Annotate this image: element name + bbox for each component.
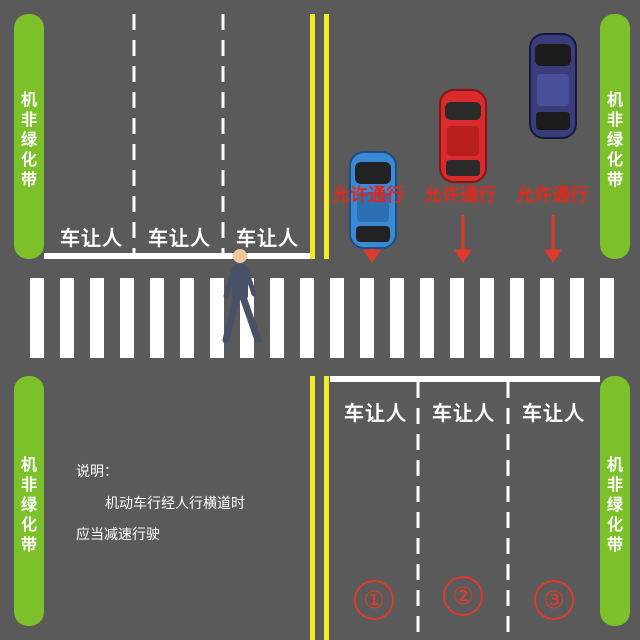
yield-label: 车让人 <box>60 226 123 250</box>
crosswalk-stripe <box>30 278 44 358</box>
stop-line-top <box>44 253 314 259</box>
crosswalk-stripe <box>210 278 224 358</box>
pedestrian-figure <box>222 249 262 344</box>
green-belt-label: 机非绿化带 <box>606 455 623 554</box>
crosswalk-stripe <box>540 278 554 358</box>
crosswalk-stripe <box>150 278 164 358</box>
lane-dividers-top <box>132 14 225 253</box>
green-belt-label: 机非绿化带 <box>20 90 37 189</box>
allow-label: 允许通行 <box>516 185 588 206</box>
lane-number-3: ③ <box>534 580 574 620</box>
crosswalk-stripe <box>510 278 524 358</box>
crosswalk-stripe <box>390 278 404 358</box>
crosswalk-stripe <box>300 278 314 358</box>
crosswalk <box>30 278 614 358</box>
allow-label: 允许通行 <box>424 185 496 206</box>
crosswalk-stripe <box>570 278 584 358</box>
yield-label: 车让人 <box>344 401 407 425</box>
red-car <box>439 89 487 183</box>
crosswalk-stripe <box>90 278 104 358</box>
lane-number-1: ① <box>354 580 394 620</box>
lane-number-2: ② <box>443 576 483 616</box>
note-title: 说明： <box>76 464 118 480</box>
green-belt-label: 机非绿化带 <box>20 455 37 554</box>
crosswalk-stripe <box>270 278 284 358</box>
allow-label: 允许通行 <box>332 185 404 206</box>
yield-label: 车让人 <box>522 401 585 425</box>
yield-label: 车让人 <box>148 226 211 250</box>
crosswalk-stripe <box>360 278 374 358</box>
crosswalk-stripe <box>60 278 74 358</box>
green-belt-top-left <box>14 14 44 259</box>
crosswalk-stripe <box>420 278 434 358</box>
crosswalk-stripe <box>450 278 464 358</box>
green-belt-bottom-left <box>14 376 44 626</box>
yield-label: 车让人 <box>236 226 299 250</box>
crosswalk-stripe <box>120 278 134 358</box>
crosswalk-stripe <box>330 278 344 358</box>
dark-car <box>529 33 577 139</box>
green-belt-top-right <box>600 14 630 259</box>
crosswalk-stripe <box>180 278 194 358</box>
note-line-1: 机动车行经人行横道时 <box>105 496 245 512</box>
lane-dividers-bottom <box>416 382 510 640</box>
crosswalk-stripe <box>600 278 614 358</box>
note-line-2: 应当减速行驶 <box>76 527 160 543</box>
green-belt-bottom-right <box>600 376 630 626</box>
yield-label: 车让人 <box>432 401 495 425</box>
green-belt-label: 机非绿化带 <box>606 90 623 189</box>
blue-car <box>349 151 397 249</box>
crosswalk-stripe <box>480 278 494 358</box>
stop-line-bottom <box>330 376 600 382</box>
center-yellow-lines <box>310 14 329 640</box>
